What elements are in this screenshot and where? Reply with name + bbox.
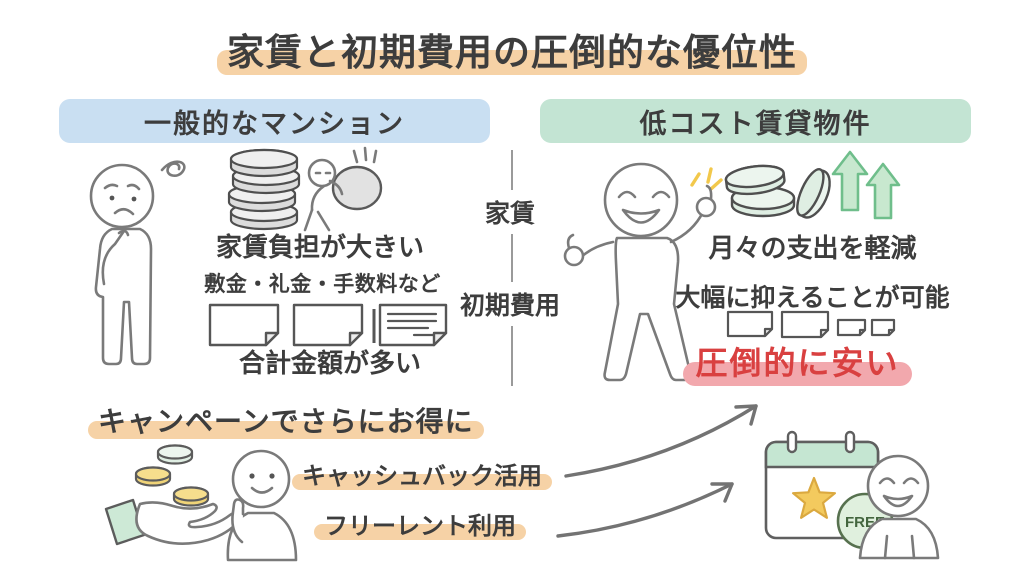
left-rent-note: 家賃負担が大きい — [215, 232, 424, 262]
worried-person-icon — [89, 160, 186, 366]
pointing-person-icon — [226, 449, 298, 562]
coins-up-arrows-icon — [724, 150, 901, 220]
curved-arrow-up-icon — [564, 404, 758, 478]
left-column-header-label: 一般的なマンション — [144, 108, 405, 139]
campaign-heading: キャンペーンでさらにお得に — [88, 400, 484, 440]
divider-initial-label: 初期費用 — [458, 282, 563, 326]
right-column-header-label: 低コスト賃貸物件 — [639, 108, 872, 139]
documents-large-icon — [208, 303, 448, 347]
curved-arrow-low-icon — [556, 482, 734, 538]
page-title-row: 家賃と初期費用の圧倒的な優位性 — [0, 22, 1024, 76]
left-total-note: 合計金額が多い — [238, 348, 421, 378]
heavy-bag-person-icon — [303, 146, 383, 232]
campaign-item-cashback: キャッシュバック活用 — [292, 456, 552, 491]
right-verdict-row: 圧倒的に安い — [683, 338, 912, 386]
coin-stack-icon — [227, 148, 301, 231]
campaign-item-freerent: フリーレント利用 — [314, 506, 526, 541]
documents-small-icon — [726, 310, 896, 339]
right-column-header: 低コスト賃貸物件 — [540, 99, 971, 143]
smiling-person-icon — [858, 454, 940, 560]
page-title: 家賃と初期費用の圧倒的な優位性 — [217, 22, 807, 76]
star-icon — [791, 476, 837, 519]
left-column-header: 一般的なマンション — [59, 99, 490, 143]
confusion-scribble-icon — [160, 160, 186, 177]
right-initial-note: 大幅に抑えることが可能 — [675, 284, 950, 312]
sparkle-icon — [690, 167, 723, 191]
column-divider — [511, 150, 513, 386]
campaign-item-freerent-label: フリーレント利用 — [314, 506, 526, 541]
right-rent-note: 月々の支出を軽減 — [708, 233, 917, 263]
happy-person-icon — [563, 162, 723, 382]
left-fees-note: 敷金・礼金・手数料など — [204, 273, 441, 296]
campaign-heading-row: キャンペーンでさらにお得に — [88, 400, 484, 440]
campaign-item-cashback-label: キャッシュバック活用 — [292, 456, 552, 491]
calendar-free-icon: FREE — [764, 430, 894, 550]
hand-offering-coins-icon — [104, 444, 243, 546]
divider-rent-label: 家賃 — [483, 190, 538, 234]
right-verdict: 圧倒的に安い — [683, 338, 912, 386]
